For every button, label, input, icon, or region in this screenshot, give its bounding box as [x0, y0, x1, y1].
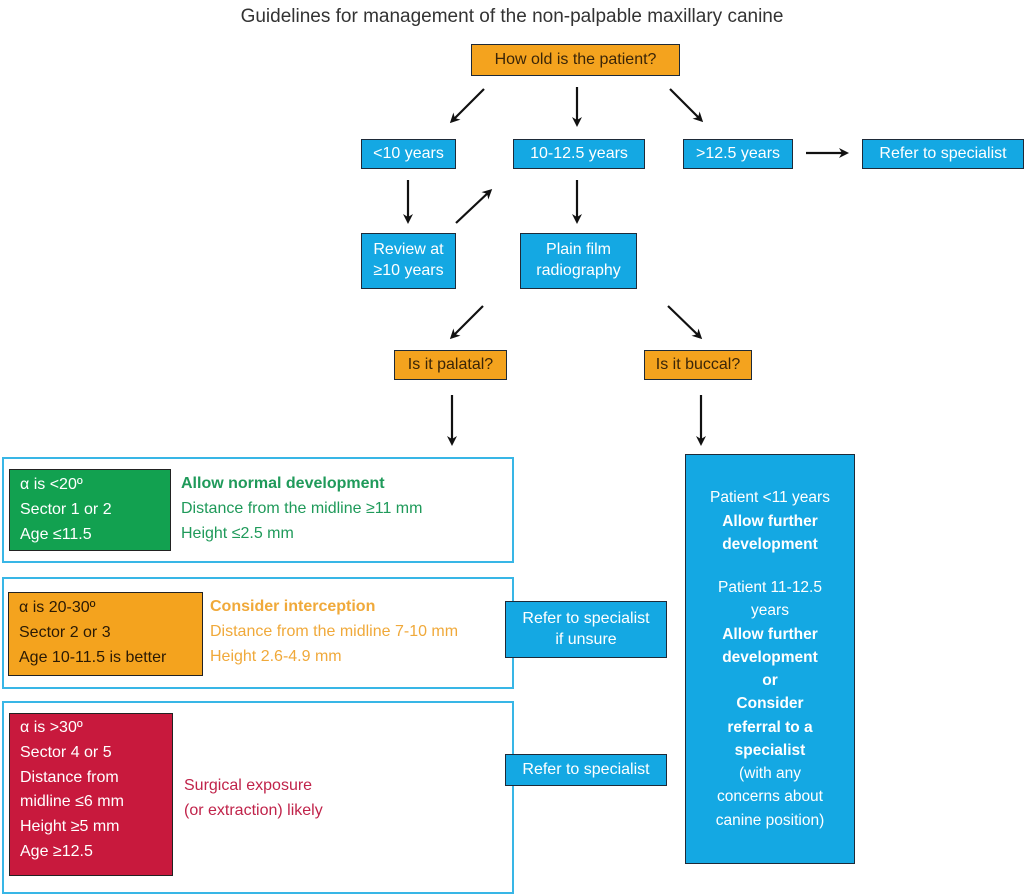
- age-10-12-node: 10-12.5 years: [513, 139, 645, 169]
- buccal-group2-action: referral to a: [727, 718, 813, 736]
- refer-specialist-top-label: Refer to specialist: [879, 144, 1007, 162]
- buccal-group2-note: (with any: [738, 765, 802, 782]
- criteria-line: Height ≥5 mm: [20, 818, 120, 836]
- buccal-group1-action: Allow further: [722, 512, 818, 530]
- action-heading-line2: (or extraction) likely: [184, 801, 323, 819]
- arrow-plainfilm-to-palatal: [449, 305, 484, 340]
- refer-specialist-bottom-label: Refer to specialist: [522, 760, 650, 778]
- review-node: Review at ≥10 years: [361, 233, 456, 289]
- plain-film-label-line1: Plain film: [546, 241, 611, 259]
- criteria-box-red: α is >30º Sector 4 or 5 Distance from mi…: [9, 713, 173, 876]
- over-12-node: >12.5 years: [683, 139, 793, 169]
- arrow-age-to-under10: [449, 88, 485, 124]
- buccal-management-box: Patient <11 years Allow further developm…: [685, 454, 855, 864]
- buccal-group2-note: concerns about: [717, 788, 823, 806]
- refer-specialist-top-node: Refer to specialist: [862, 139, 1024, 169]
- age-10-12-label: 10-12.5 years: [530, 144, 628, 162]
- review-label-line1: Review at: [373, 241, 444, 259]
- buccal-group2-label: years: [751, 602, 789, 620]
- arrow-age-to-over12: [669, 88, 704, 123]
- criteria-line: α is <20º: [20, 476, 83, 493]
- criteria-line: α is >30º: [20, 719, 83, 736]
- detail-line: Height ≤2.5 mm: [181, 524, 294, 542]
- criteria-line: α is 20-30º: [19, 599, 96, 616]
- age-question-node: How old is the patient?: [471, 44, 680, 76]
- over-12-label: >12.5 years: [695, 144, 781, 162]
- criteria-line: midline ≤6 mm: [20, 793, 124, 811]
- diagram-title: Guidelines for management of the non-pal…: [240, 6, 784, 27]
- buccal-group1-action: development: [722, 535, 818, 553]
- action-heading: Consider interception: [210, 598, 376, 615]
- buccal-group1-label: Patient <11 years: [710, 489, 830, 507]
- description-orange: Consider interception Distance from the …: [210, 595, 458, 669]
- description-green: Allow normal development Distance from t…: [181, 472, 422, 546]
- buccal-group2-label: Patient 11-12.5: [718, 579, 822, 596]
- detail-line: Distance from the midline 7-10 mm: [210, 622, 459, 640]
- action-heading: Allow normal development: [181, 475, 385, 492]
- action-heading-line1: Surgical exposure: [184, 777, 313, 794]
- arrow-plainfilm-to-buccal: [667, 305, 703, 340]
- criteria-line: Age ≤11.5: [20, 525, 92, 543]
- criteria-line: Age ≥12.5: [20, 842, 93, 860]
- description-red: Surgical exposure (or extraction) likely: [184, 774, 323, 824]
- palatal-question-node: Is it palatal?: [394, 350, 507, 380]
- review-label-line2: ≥10 years: [373, 262, 444, 279]
- refer-if-unsure-line1: Refer to specialist: [522, 609, 650, 627]
- detail-line: Height 2.6-4.9 mm: [210, 647, 342, 665]
- arrow-review-to-10-12: [455, 188, 493, 224]
- buccal-question-label: Is it buccal?: [655, 355, 741, 373]
- criteria-box-orange: α is 20-30º Sector 2 or 3 Age 10-11.5 is…: [8, 592, 203, 676]
- buccal-group2-action: specialist: [734, 741, 806, 759]
- buccal-question-node: Is it buccal?: [644, 350, 752, 380]
- criteria-line: Sector 2 or 3: [19, 623, 111, 641]
- buccal-group2-action: development: [722, 648, 818, 666]
- refer-if-unsure-line2: if unsure: [555, 630, 617, 648]
- criteria-line: Sector 4 or 5: [20, 743, 112, 761]
- buccal-group2-action: Allow further: [722, 625, 818, 643]
- palatal-question-label: Is it palatal?: [407, 355, 494, 373]
- buccal-group2-action: Consider: [736, 695, 804, 713]
- plain-film-label-line2: radiography: [536, 262, 621, 279]
- criteria-box-green: α is <20º Sector 1 or 2 Age ≤11.5: [9, 469, 171, 551]
- detail-line: Distance from the midline ≥11 mm: [181, 499, 423, 517]
- under-10-node: <10 years: [361, 139, 456, 169]
- refer-specialist-bottom-node: Refer to specialist: [505, 754, 667, 786]
- plain-film-node: Plain film radiography: [520, 233, 637, 289]
- refer-if-unsure-node: Refer to specialist if unsure: [505, 601, 667, 658]
- buccal-group2-action: or: [762, 672, 778, 689]
- buccal-group2-note: canine position): [715, 811, 825, 829]
- criteria-line: Age 10-11.5 is better: [19, 648, 167, 666]
- criteria-line: Sector 1 or 2: [20, 500, 112, 518]
- criteria-line: Distance from: [20, 768, 119, 786]
- under-10-label: <10 years: [373, 144, 444, 162]
- age-question-label: How old is the patient?: [494, 50, 657, 68]
